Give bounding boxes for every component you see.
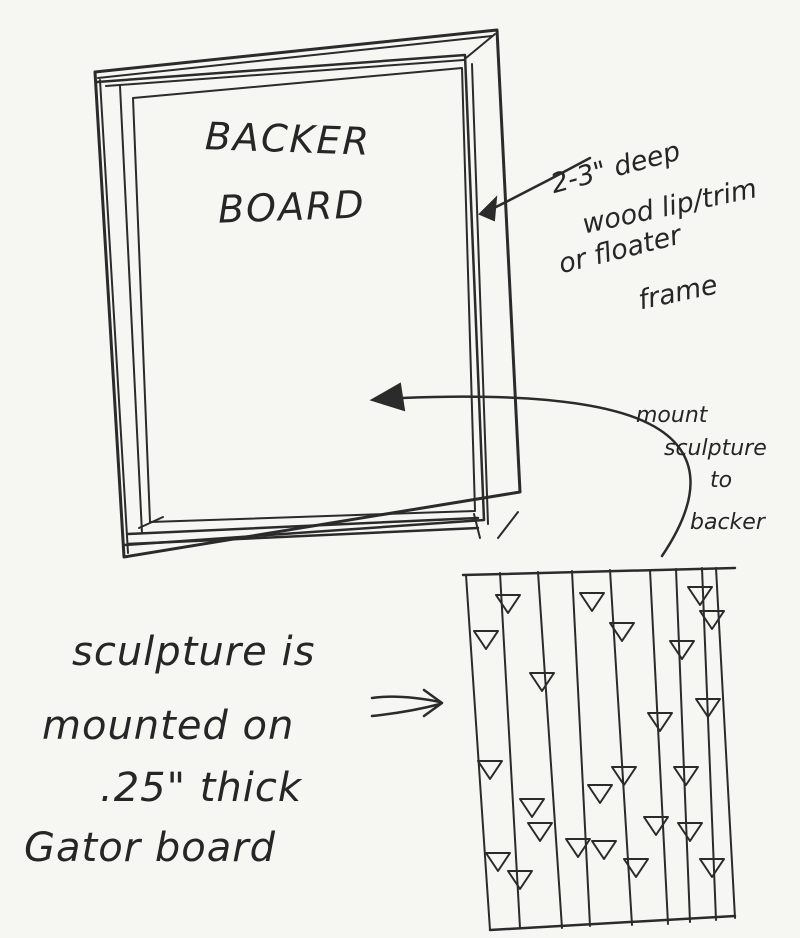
gator-strip-line <box>715 567 736 919</box>
frame-outer-edge <box>93 28 522 559</box>
mount-note-line2: sculpture <box>664 436 767 461</box>
backer-board-face <box>132 67 476 523</box>
sculpture-triangle <box>695 698 721 718</box>
sculpture-triangle <box>485 852 511 872</box>
sculpture-triangle <box>477 760 503 780</box>
sculpture-arrow-lower <box>370 702 442 718</box>
frame-corner-top-right <box>465 33 496 59</box>
sculpture-triangle <box>579 592 605 612</box>
frame-depth-tick <box>497 511 519 539</box>
sculpture-triangle <box>677 822 703 842</box>
frame-lip-arrowhead <box>478 195 498 222</box>
frame-left-highlight <box>99 79 129 554</box>
backer-label-line2: BOARD <box>217 182 367 232</box>
sculpture-note-line1: sculpture is <box>72 629 316 675</box>
gator-strip-line <box>537 571 563 929</box>
sculpture-triangle <box>611 766 637 786</box>
sculpture-note-line4: Gator board <box>24 825 277 871</box>
gator-strip-line <box>675 568 691 923</box>
frame-right-inner <box>471 63 489 525</box>
sculpture-triangle <box>527 822 553 842</box>
sculpture-arrow-upper <box>370 695 442 704</box>
sculpture-triangle <box>507 870 533 890</box>
gator-board-sculpture <box>461 566 737 932</box>
sculpture-arrow <box>370 688 444 718</box>
mount-note-line4: backer <box>690 510 765 535</box>
sculpture-triangle <box>519 798 545 818</box>
mount-arrow <box>369 382 692 558</box>
backer-label-line1: BACKER <box>204 114 372 164</box>
frame-corner-bottom-left <box>138 516 164 529</box>
sculpture-triangle <box>609 622 635 642</box>
gator-board-top-edge <box>461 566 737 577</box>
mount-note-line1: mount <box>636 403 708 428</box>
backer-board-frame <box>93 28 522 559</box>
frame-bottom-lip <box>126 526 480 546</box>
frame-lip-outer <box>95 53 486 547</box>
sculpture-triangle <box>673 766 699 786</box>
sculpture-triangle <box>591 840 617 860</box>
gator-strip-line <box>649 569 669 925</box>
frame-lip-arrow-shaft <box>488 156 592 212</box>
gator-strip-line <box>499 572 521 929</box>
gator-strip-line <box>701 567 717 921</box>
mount-arrow-shaft <box>400 395 692 558</box>
mount-arrowhead <box>369 382 406 412</box>
frame-lip-top <box>105 59 465 87</box>
sculpture-triangle <box>643 816 669 836</box>
sculpture-triangle <box>687 586 713 606</box>
sculpture-triangle <box>647 712 673 732</box>
frame-left-inner <box>119 85 143 534</box>
frame-bottom-inner <box>126 516 480 536</box>
gator-strip-line <box>465 574 491 931</box>
frame-corner-bottom-right <box>473 513 481 539</box>
sculpture-triangle <box>473 630 499 650</box>
frame-lip-arrow <box>478 156 592 222</box>
sculpture-triangle <box>669 640 695 660</box>
sculpture-note-line3: .25" thick <box>100 765 303 811</box>
frame-top-highlight <box>97 35 493 79</box>
sculpture-arrowhead <box>422 688 444 718</box>
gator-strip-line <box>571 570 591 927</box>
sculpture-note-line2: mounted on <box>42 703 295 749</box>
sculpture-triangle <box>495 594 521 614</box>
sculpture-triangle <box>565 838 591 858</box>
sculpture-triangle <box>623 858 649 878</box>
mount-note-line3: to <box>710 468 733 493</box>
sculpture-triangle <box>699 610 725 630</box>
sculpture-triangle <box>587 784 613 804</box>
sculpture-triangle <box>529 672 555 692</box>
sculpture-triangle <box>699 858 725 878</box>
gator-board-bottom-edge <box>488 914 737 932</box>
